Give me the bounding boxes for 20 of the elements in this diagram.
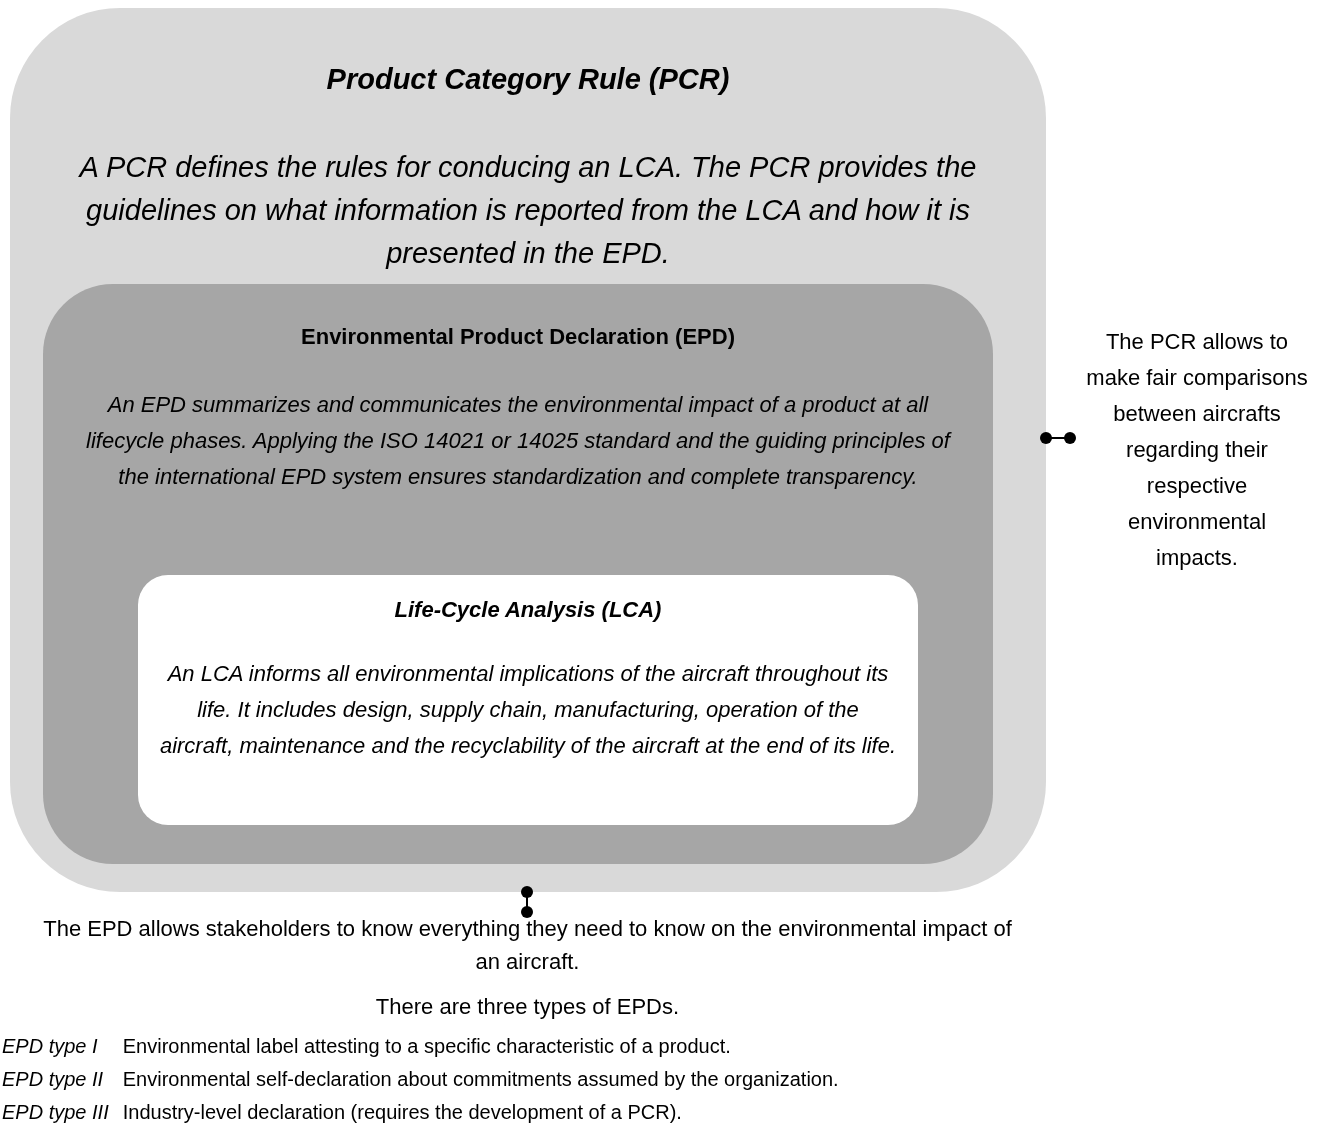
box-title: Life-Cycle Analysis (LCA) [394, 596, 662, 624]
inner-rounded-box [138, 575, 918, 825]
note-text: The PCR allows to make fair comparisons between aircrafts regarding their respective environmental impacts. [1085, 328, 1309, 572]
box-description: An EPD summarizes and communicates the environmental impact of a product at all lifecycle phases. Applying the ISO 14021 or 14025 standard and the guiding principles of the international EPD system ensures standardization and complete transparency. [85, 391, 953, 491]
note-text: The EPD allows stakeholders to know everything they need to know on the environmental impact of an aircraft. [42, 915, 1013, 976]
middle-rounded-box [43, 284, 993, 864]
table-cell-term: EPD type II [2, 1067, 105, 1092]
outer-rounded-box [10, 8, 1046, 892]
box-description: An LCA informs all environmental implications of the aircraft throughout its life. It includes design, supply chain, manufacturing, operation of the aircraft, maintenance and the recyclability of the aircraft at the end of its life. [158, 660, 898, 760]
connector-line [521, 886, 533, 918]
table-cell-definition: Environmental self-declaration about commitments assumed by the organization. [122, 1067, 839, 1092]
box-title: Environmental Product Declaration (EPD) [301, 323, 735, 351]
connector-line [1040, 432, 1076, 444]
box-description: A PCR defines the rules for conducing an LCA. The PCR provides the guidelines on what information is reported from the LCA and how it is presented in the EPD. [77, 149, 978, 271]
table-cell-definition: Industry-level declaration (requires the development of a PCR). [122, 1100, 683, 1124]
table-cell-term: EPD type I [2, 1034, 99, 1059]
note-text: There are three types of EPDs. [374, 993, 681, 1021]
table-cell-definition: Environmental label attesting to a specific characteristic of a product. [122, 1034, 732, 1059]
box-title: Product Category Rule (PCR) [326, 62, 730, 97]
table-cell-term: EPD type III [2, 1100, 109, 1124]
